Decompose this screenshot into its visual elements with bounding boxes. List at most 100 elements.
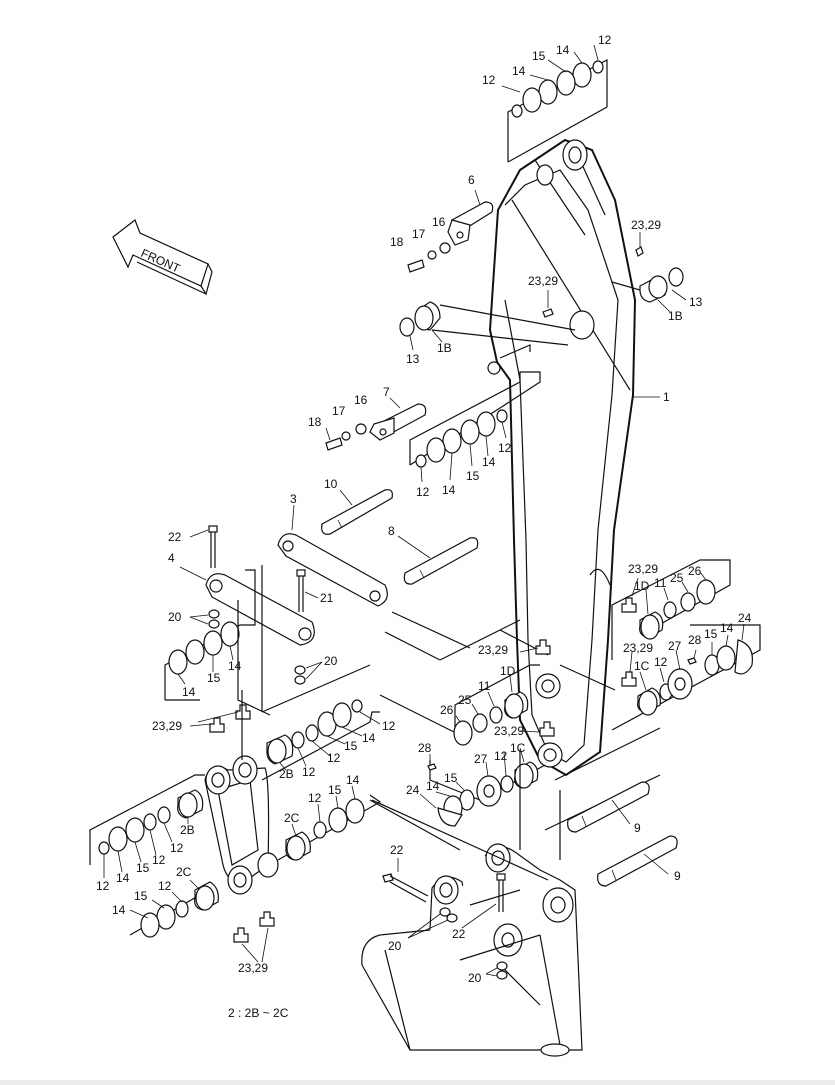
label-12: 12 — [598, 33, 612, 47]
bushing-2c-middle — [277, 785, 382, 861]
label-12: 12 — [416, 485, 430, 499]
label-16: 16 — [432, 215, 446, 229]
label-1: 1 — [663, 390, 670, 404]
label-12: 12 — [382, 719, 396, 733]
label-14: 14 — [512, 64, 526, 78]
label-15: 15 — [344, 739, 358, 753]
bushing-1c-lower — [419, 721, 555, 827]
nuts-20-bottom — [407, 907, 508, 980]
label-14: 14 — [228, 659, 242, 673]
bolt-22-lower — [382, 858, 506, 929]
label-20: 20 — [168, 610, 182, 624]
bucket — [361, 750, 583, 1057]
label-1d: 1D — [500, 664, 516, 678]
label-2c: 2C — [284, 811, 300, 825]
label-22: 22 — [390, 843, 404, 857]
label-25: 25 — [670, 571, 684, 585]
label-2b: 2B — [279, 767, 294, 781]
footnote-2b-2c: 2 : 2B ~ 2C — [228, 1006, 289, 1020]
link-3 — [277, 504, 388, 607]
label-20: 20 — [468, 971, 482, 985]
label-1b: 1B — [668, 309, 683, 323]
label-15: 15 — [328, 783, 342, 797]
label-7: 7 — [383, 385, 390, 399]
label-14: 14 — [482, 455, 496, 469]
pin-6 — [407, 189, 494, 273]
label-14: 14 — [116, 871, 130, 885]
bushing-2b-middle — [261, 699, 381, 781]
label-14: 14 — [182, 685, 196, 699]
label-27: 27 — [474, 752, 488, 766]
label-28: 28 — [688, 633, 702, 647]
bolt-21 — [296, 569, 319, 612]
nuts-20 — [189, 609, 323, 685]
label-12: 12 — [494, 749, 508, 763]
label-23-29: 23,29 — [623, 641, 653, 655]
label-14: 14 — [426, 779, 440, 793]
label-22: 22 — [452, 927, 466, 941]
label-13: 13 — [689, 295, 703, 309]
link-4 — [179, 566, 315, 646]
label-6: 6 — [468, 173, 475, 187]
bushing-2b-left — [89, 774, 205, 878]
label-1c: 1C — [510, 741, 526, 755]
label-11: 11 — [654, 576, 667, 590]
boom-part-1 — [487, 138, 660, 777]
label-3: 3 — [290, 492, 297, 506]
pin-7 — [325, 397, 427, 451]
label-20: 20 — [324, 654, 338, 668]
label-13: 13 — [406, 352, 420, 366]
label-15: 15 — [136, 861, 150, 875]
label-2c: 2C — [176, 865, 192, 879]
label-17: 17 — [332, 404, 346, 418]
label-28: 28 — [418, 741, 432, 755]
label-25: 25 — [458, 693, 472, 707]
label-15: 15 — [207, 671, 221, 685]
label-12: 12 — [152, 853, 166, 867]
label-18: 18 — [390, 235, 404, 249]
label-23-29: 23,29 — [238, 961, 268, 975]
label-23-29: 23,29 — [628, 562, 658, 576]
label-8: 8 — [388, 524, 395, 538]
label-15: 15 — [704, 627, 718, 641]
label-10: 10 — [324, 477, 338, 491]
label-14: 14 — [112, 903, 126, 917]
label-23-29: 23,29 — [478, 643, 508, 657]
bushing-1d-upper — [611, 559, 731, 660]
label-1c: 1C — [634, 659, 650, 673]
pin-10 — [321, 489, 393, 535]
label-14: 14 — [346, 773, 360, 787]
label-12: 12 — [96, 879, 110, 893]
label-1b: 1B — [437, 341, 452, 355]
label-27: 27 — [668, 639, 682, 653]
bushing-1b-left — [399, 301, 576, 351]
label-20: 20 — [388, 939, 402, 953]
label-14: 14 — [556, 43, 570, 57]
pins-9 — [567, 781, 678, 887]
grease-nipples-bottom-left — [233, 911, 275, 963]
label-23-29: 23,29 — [494, 724, 524, 738]
label-9: 9 — [634, 821, 641, 835]
label-23-29: 23,29 — [528, 274, 558, 288]
label-12: 12 — [482, 73, 496, 87]
front-arrow-icon: FRONT — [112, 219, 213, 296]
label-12: 12 — [327, 751, 341, 765]
label-9: 9 — [674, 869, 681, 883]
bushing-1c-upper — [611, 623, 761, 731]
grease-nipples-left — [189, 704, 251, 733]
label-14: 14 — [362, 731, 376, 745]
bolt-22-upper — [189, 525, 218, 568]
label-24: 24 — [738, 611, 752, 625]
label-12: 12 — [170, 841, 184, 855]
bushing-1b-right — [611, 232, 687, 313]
label-21: 21 — [320, 591, 334, 605]
grease-nipple-center — [542, 290, 554, 318]
label-15: 15 — [134, 889, 148, 903]
bushing-1d-lower — [453, 639, 551, 746]
label-26: 26 — [440, 703, 454, 717]
top-washer-stack — [501, 44, 608, 163]
label-4: 4 — [168, 551, 175, 565]
link-2-body — [204, 690, 279, 895]
